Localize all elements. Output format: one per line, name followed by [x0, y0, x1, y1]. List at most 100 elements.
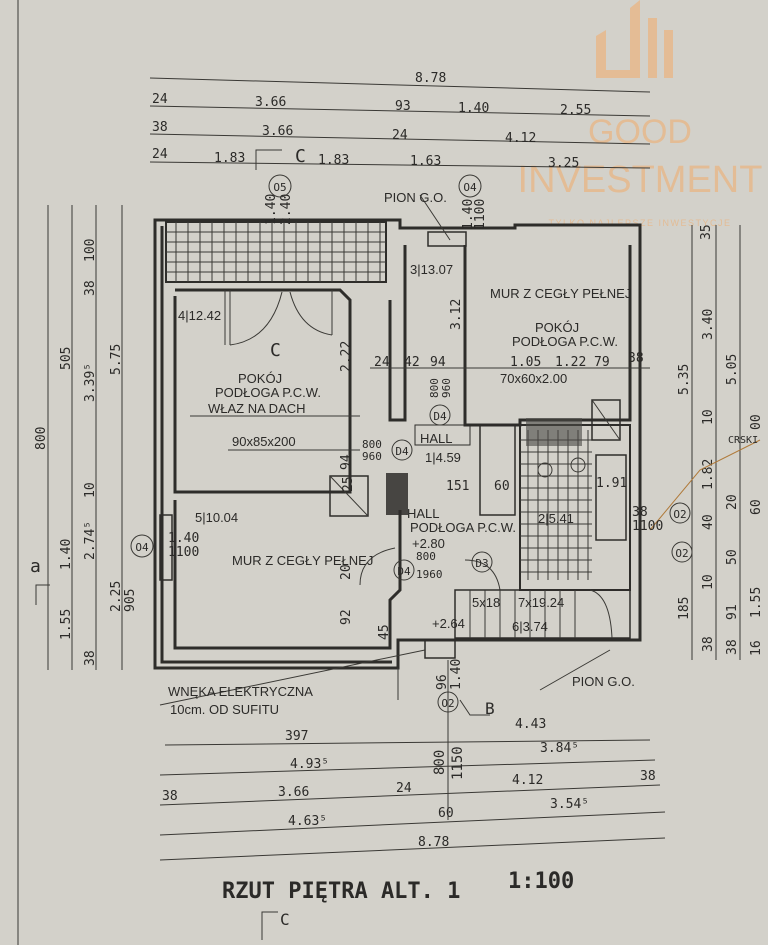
door-swing: [359, 547, 396, 586]
room-1-code: 1|4.59: [425, 450, 461, 465]
dim-line: [159, 759, 656, 776]
dim-right: 185: [677, 597, 692, 620]
window: [427, 231, 467, 247]
door-swing: [464, 559, 501, 591]
dim-right: 50: [725, 549, 740, 565]
dim-interior: 24: [374, 355, 390, 370]
balcony-door: [224, 290, 333, 345]
dim-label: 24: [392, 128, 408, 143]
top-dimensions: 8.78 24 3.66 93 1.40 2.55 38 3.66 24 4.1…: [149, 71, 651, 171]
section-mark-a: a: [30, 556, 41, 577]
dim-line: [149, 77, 651, 93]
dim-overall-top: 8.78: [415, 71, 446, 86]
brand-tagline: TYLKO NAJLEPSZE INWESTYCJE: [548, 218, 731, 228]
marker-d4: D4: [395, 445, 409, 458]
dim-label: 24: [152, 92, 168, 107]
stair-dim-2: 7x19.24: [518, 595, 564, 610]
dim-label: 38: [152, 120, 168, 135]
brand-logo: GOOD INVESTMENT TYLKO NAJLEPSZE INWESTYC…: [518, 0, 762, 228]
dim-right: 38: [725, 639, 740, 655]
partition-wall: [388, 245, 407, 422]
dim-interior: 3.12: [449, 299, 464, 330]
outer-wall: [153, 218, 642, 670]
bottom-dimensions: 397 4.43 4.93⁵ 3.84⁵ 3.66 24 4.12 38 38 …: [159, 717, 666, 861]
room-6-code: 6|3.74: [512, 619, 548, 634]
dim-right: 3.40: [701, 309, 716, 340]
dim-right: 1.55: [749, 587, 764, 618]
markers: O5 O4 O4 D4 D4 D4 D3 O2 O2 O2 B: [130, 174, 693, 718]
dim-line: [164, 739, 651, 746]
dim-label: 3.25: [548, 156, 579, 171]
room-4-floor: PODŁOGA P.C.W.: [215, 385, 321, 400]
dim-bottom: 4.43: [515, 717, 546, 732]
staircase: [454, 589, 631, 639]
room-3-opening: 70x60x2.00: [500, 371, 567, 386]
dim-interior: 94: [339, 454, 354, 470]
bathroom-tiles: [520, 430, 592, 580]
dim-bottom: 4.63⁵: [288, 814, 327, 829]
stair-dim-1: 5x18: [472, 595, 500, 610]
dim-right: 16: [749, 640, 764, 656]
marker-circle-icon: [393, 559, 415, 581]
dim-interior: 1.91: [596, 476, 627, 491]
marker-o2: O2: [441, 697, 454, 710]
marker-o5: O5: [273, 181, 286, 194]
window-dim-bottom: 1.40: [449, 659, 464, 690]
marker-circle-icon: [471, 551, 493, 573]
dim-interior: 94: [430, 355, 446, 370]
section-arrow-icon: [255, 149, 282, 170]
wall-room-3: [463, 245, 632, 427]
dim-interior: 38: [628, 351, 644, 366]
right-dimensions: 35 3.40 5.35 5.05 10 1.82 00 20 60 50 40…: [649, 224, 764, 660]
hall-level: +2.80: [412, 536, 445, 551]
door-code: 960: [362, 450, 382, 463]
interior-dimensions: 3.12 2.22 24 42 94 1.05 1.22 79 38 800 9…: [168, 194, 663, 690]
dim-right: 5.05: [725, 354, 740, 385]
marker-o4: O4: [135, 541, 149, 554]
chimney-diagonal: [329, 475, 369, 517]
right-note: CRSKI: [728, 435, 758, 446]
door-code: 800: [416, 550, 436, 563]
handwritten-dim: 800: [432, 750, 448, 775]
logo-bar-icon: [664, 30, 673, 78]
room-2-code: 2|5.41: [538, 511, 574, 526]
room-4-name: POKÓJ: [238, 371, 282, 386]
marker-d4: D4: [397, 565, 411, 578]
section-mark-c-top: C: [295, 146, 306, 167]
stair-level: +2.64: [432, 616, 465, 631]
dim-label: 1.63: [410, 154, 441, 169]
window-dim-top: 1.40: [461, 199, 476, 230]
marker-circle-icon: [391, 439, 413, 461]
shower-tray: [591, 399, 621, 441]
window-dim-top: 1.40: [264, 194, 279, 225]
marker-circle-icon: [130, 534, 154, 558]
section-arrow-icon: [35, 584, 50, 605]
dim-right: 00: [749, 414, 764, 430]
niche-label: WNĘKA ELEKTRYCZNA: [168, 684, 313, 699]
dim-left: 38: [83, 280, 98, 296]
door-code: 800: [362, 438, 382, 451]
marker-d3: D3: [475, 557, 488, 570]
marker-circle-icon: [437, 691, 459, 713]
dim-right: 10: [701, 409, 716, 425]
dim-interior: 42: [404, 355, 420, 370]
terrace-tiles: [166, 222, 386, 282]
dim-interior: 1.22: [555, 355, 586, 370]
dim-left: 100: [83, 239, 98, 262]
dim-right: 91: [725, 604, 740, 620]
dim-left: 800: [34, 427, 49, 450]
dim-interior: 45: [377, 624, 392, 640]
dim-right: 40: [701, 514, 716, 530]
chimney: [329, 475, 369, 517]
dim-left: 38: [83, 650, 98, 666]
dim-left: 505: [59, 347, 74, 370]
plan-scale: 1:100: [508, 869, 574, 894]
dim-left: 1.55: [59, 609, 74, 640]
room-5-wall-note: MUR Z CEGŁY PEŁNEJ: [232, 553, 373, 568]
column: [386, 473, 408, 515]
dim-bottom: 4.12: [512, 773, 543, 788]
room-3-code: 3|13.07: [410, 262, 453, 277]
marker-o4: O4: [463, 181, 477, 194]
window: [159, 514, 173, 581]
dim-bottom: 24: [396, 781, 412, 796]
